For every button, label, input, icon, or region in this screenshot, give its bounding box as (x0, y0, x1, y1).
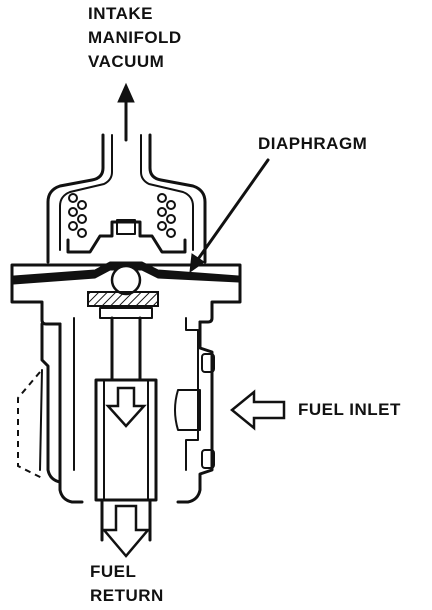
vacuum-direction-arrow (117, 82, 135, 142)
inner-chamber (73, 317, 199, 471)
mounting-bracket (17, 371, 43, 479)
return-tube (94, 378, 158, 502)
spring-seat (66, 220, 187, 254)
inlet-boss-top (201, 353, 215, 373)
return-outlet (100, 498, 152, 542)
diaphragm (13, 261, 239, 285)
label-line-fuel: FUEL (90, 562, 137, 581)
fuel-return-label: FUEL RETURN (90, 560, 164, 608)
inlet-port (174, 389, 201, 431)
spring (68, 193, 176, 238)
internal-flow-arrow (105, 386, 147, 428)
bracket-edge (39, 369, 43, 471)
valve-ball (110, 264, 142, 296)
fuel-inlet-arrow (230, 389, 286, 431)
fuel-inlet-label: FUEL INLET (298, 400, 401, 419)
label-line-return: RETURN (90, 586, 164, 605)
diaphragm-leader-arrow (189, 158, 270, 274)
housing-flange (10, 263, 242, 326)
label-line-manifold: MANIFOLD (88, 28, 182, 47)
intake-manifold-vacuum-label: INTAKE MANIFOLD VACUUM (88, 2, 182, 74)
label-line-vacuum: VACUUM (88, 52, 165, 71)
inlet-boss-bottom (201, 449, 215, 469)
label-line-intake: INTAKE (88, 4, 154, 23)
upper-housing (46, 133, 207, 264)
vacuum-nipple-inner (59, 134, 194, 251)
outer-wall (40, 322, 62, 484)
valve-seat (99, 307, 153, 319)
diaphragm-label: DIAPHRAGM (258, 134, 368, 153)
lower-housing (58, 320, 214, 504)
valve-plate (87, 291, 159, 307)
fuel-return-arrow (101, 504, 151, 558)
adjusting-stud (116, 219, 136, 235)
